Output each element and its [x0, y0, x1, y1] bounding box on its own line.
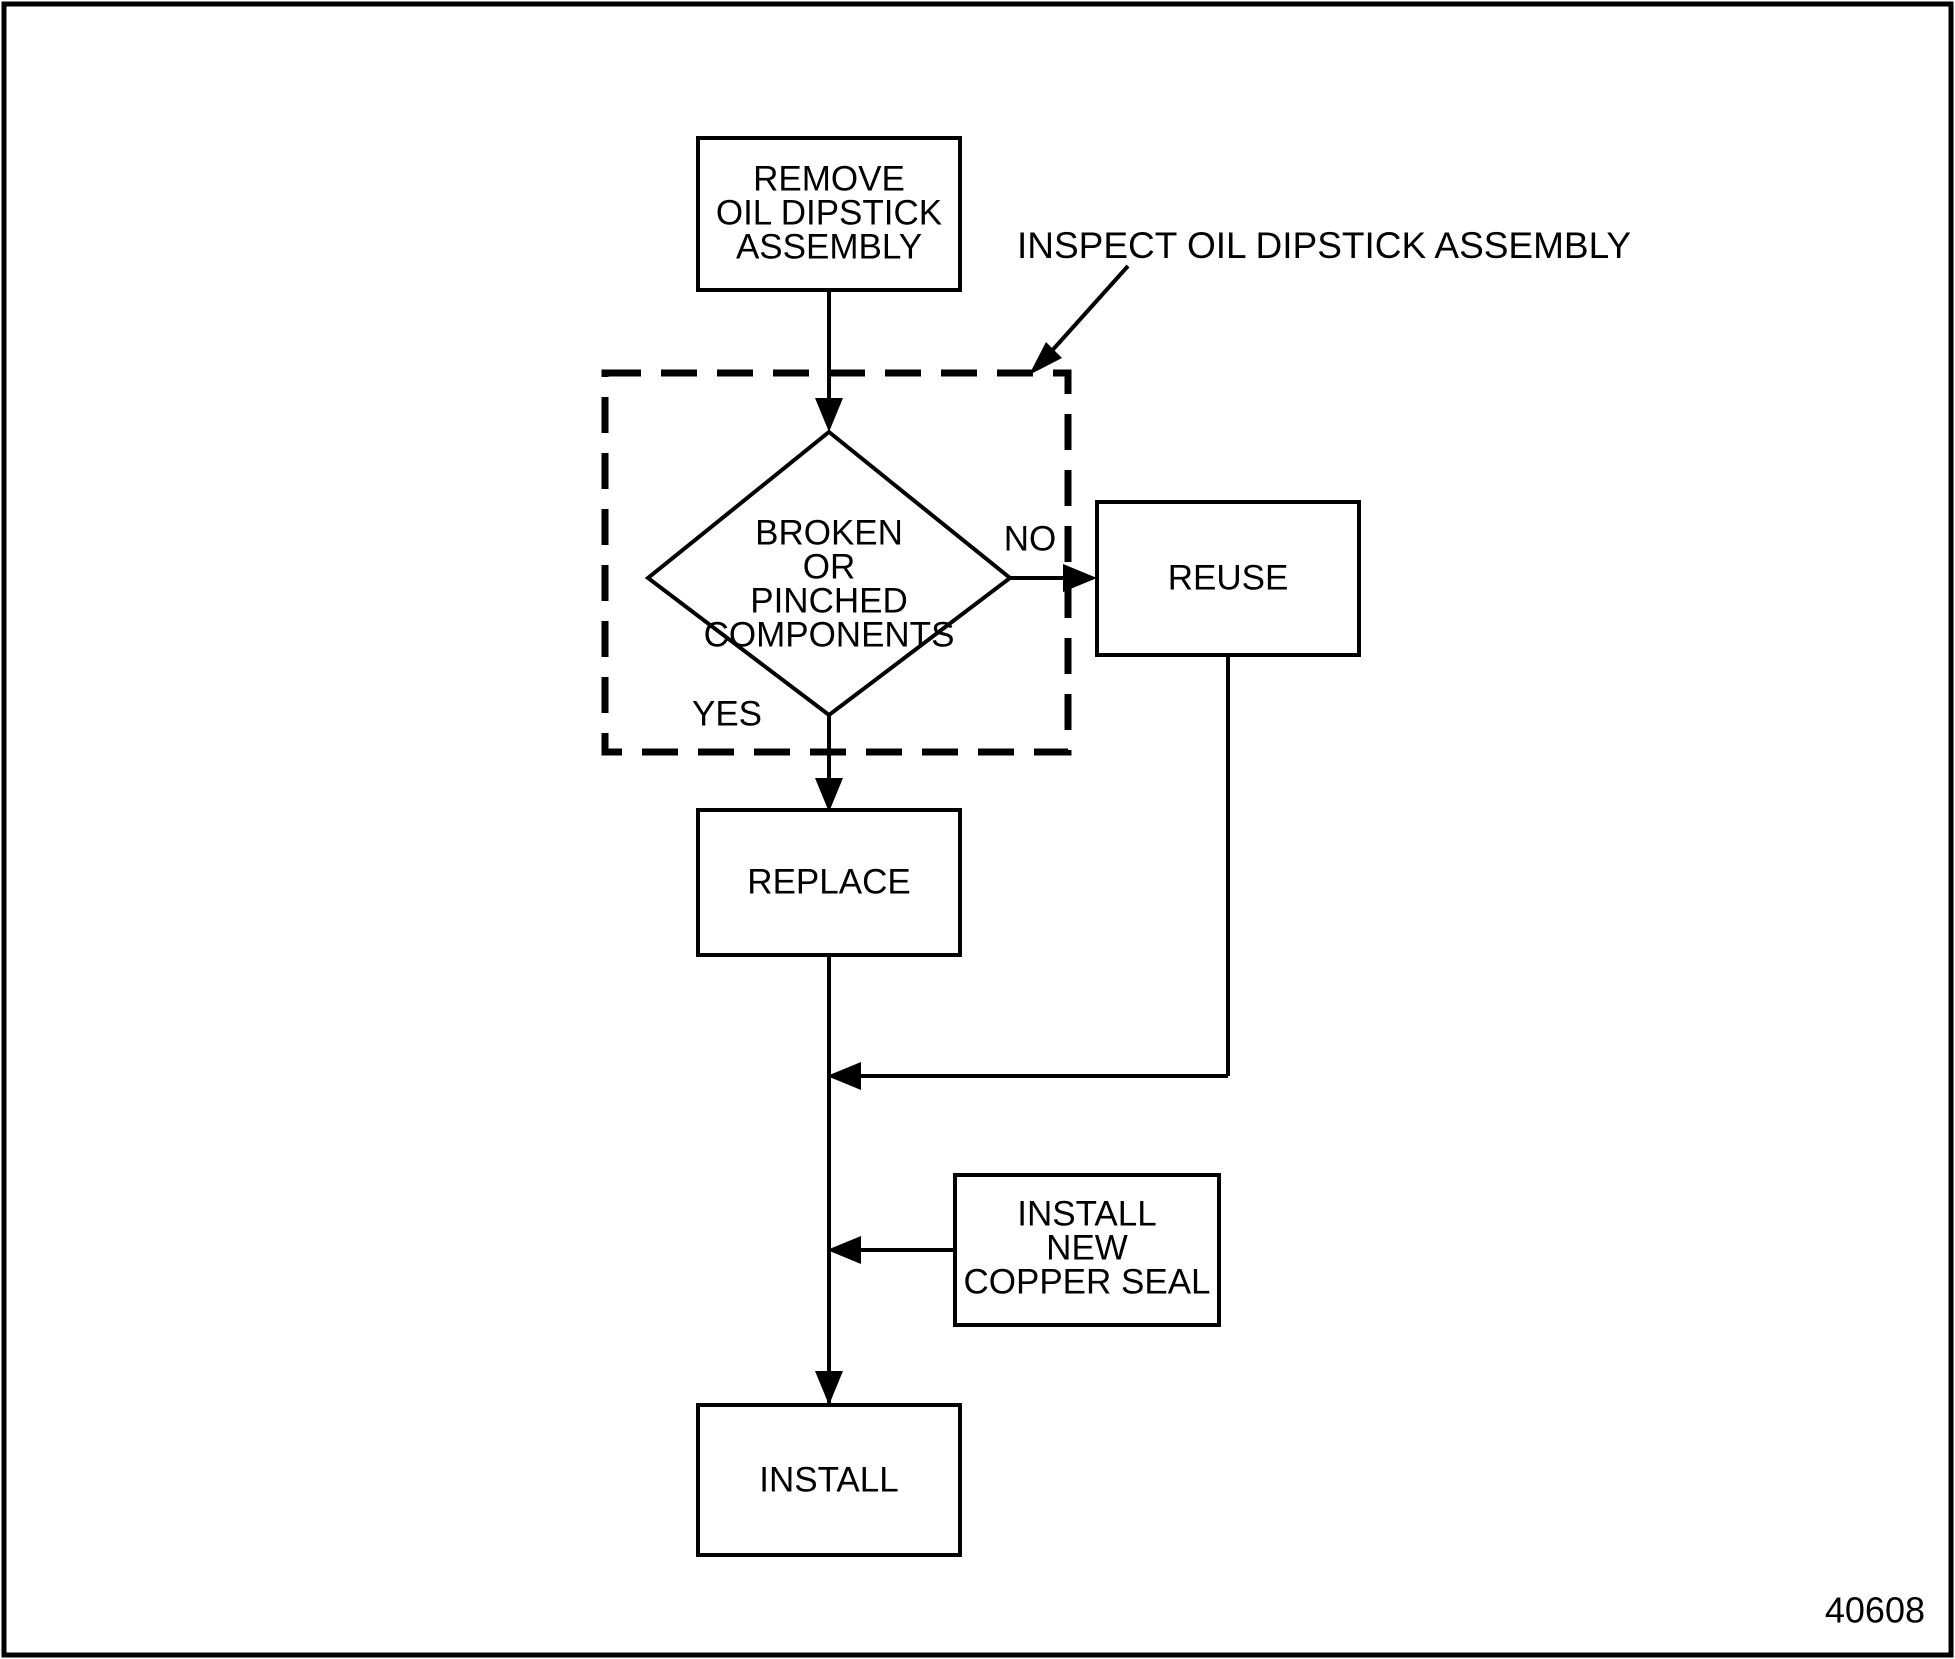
inspect-group-dashed-box	[601, 369, 1072, 756]
node-install-line1: INSTALL	[759, 1460, 898, 1499]
node-replace[interactable]: REPLACE	[696, 808, 962, 957]
node-copperseal-line1: INSTALL	[1017, 1194, 1156, 1233]
node-remove-box[interactable]	[696, 136, 962, 292]
arrowhead-replace-top	[815, 778, 843, 812]
annotation-pointer-arrowhead	[1029, 342, 1062, 375]
node-decision-line3: PINCHED	[750, 581, 908, 620]
node-reuse-box[interactable]	[1095, 500, 1361, 657]
branch-label-yes: YES	[692, 694, 762, 733]
arrowhead-decision-top	[815, 398, 843, 432]
annotation-label-inspect-oil-dipstick-assembly: INSPECT OIL DIPSTICK ASSEMBLY	[1017, 225, 1631, 266]
arrowhead-spine-from-copperseal	[827, 1236, 861, 1264]
annotation-pointer-line	[1038, 264, 1130, 366]
node-replace-box[interactable]	[696, 808, 962, 957]
node-replace-line1: REPLACE	[747, 862, 910, 901]
node-decision-broken-or-pinched-components[interactable]: BROKEN OR PINCHED COMPONENTS	[644, 429, 1014, 718]
branch-label-no: NO	[1004, 519, 1057, 558]
node-install-new-copper-seal[interactable]: INSTALL NEW COPPER SEAL	[953, 1173, 1221, 1327]
node-reuse-line1: REUSE	[1168, 558, 1289, 597]
node-install-box[interactable]	[696, 1403, 962, 1557]
node-decision-line2: OR	[803, 547, 856, 586]
node-copperseal-line3: COPPER SEAL	[963, 1262, 1210, 1301]
node-decision-line4: COMPONENTS	[704, 615, 955, 654]
node-decision-diamond[interactable]	[644, 429, 1014, 718]
arrowhead-spine-from-reuse	[827, 1062, 861, 1090]
node-reuse[interactable]: REUSE	[1095, 500, 1361, 657]
node-decision-line1: BROKEN	[755, 513, 903, 552]
arrowhead-install-top	[815, 1371, 843, 1405]
node-remove-line2: OIL DIPSTICK	[716, 193, 942, 232]
node-remove-line3: ASSEMBLY	[736, 227, 922, 266]
node-copperseal-line2: NEW	[1046, 1228, 1128, 1267]
node-remove-line1: REMOVE	[753, 159, 905, 198]
node-copperseal-box[interactable]	[953, 1173, 1221, 1327]
arrowhead-reuse-left	[1063, 564, 1097, 592]
figure-number: 40608	[1825, 1590, 1925, 1631]
node-install[interactable]: INSTALL	[696, 1403, 962, 1557]
node-remove-oil-dipstick-assembly[interactable]: REMOVE OIL DIPSTICK ASSEMBLY	[696, 136, 962, 292]
